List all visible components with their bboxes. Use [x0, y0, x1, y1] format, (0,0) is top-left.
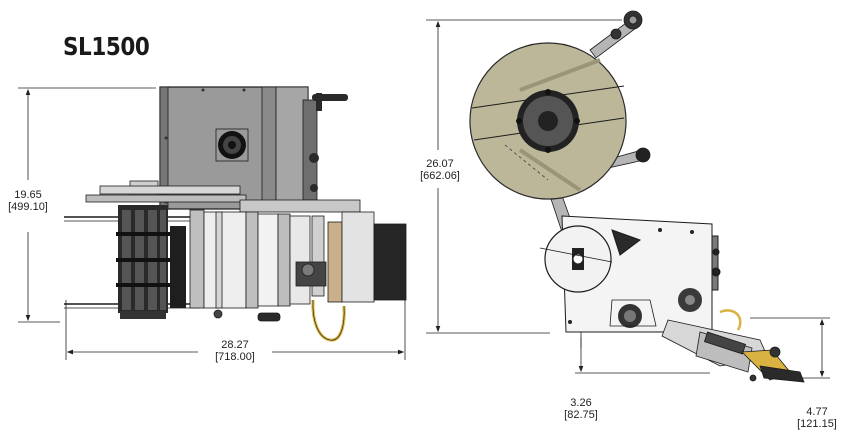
front-motor-fan-icon [215, 128, 249, 162]
front-rollers [189, 209, 407, 322]
side-height-inches: 26.07 [426, 158, 454, 170]
front-width-mm: [718.00] [215, 351, 255, 363]
side-height-label: 26.07 [662.06] [410, 158, 470, 182]
side-drive-assembly [609, 288, 702, 328]
front-mounting-plate [64, 180, 361, 309]
applicator-drop-mm: [121.15] [797, 418, 837, 430]
bottom-offset-label: 3.26 [82.75] [555, 397, 607, 421]
side-applicator-arm [661, 309, 805, 383]
side-height-dimension-line [426, 19, 622, 334]
front-view [18, 86, 407, 360]
front-air-hose [311, 299, 346, 342]
side-view [426, 10, 830, 383]
side-bottom-offset-dimension-line [575, 330, 710, 374]
bottom-offset-mm: [82.75] [564, 409, 598, 421]
front-height-inches: 19.65 [14, 189, 42, 201]
front-height-dimension-line [18, 87, 156, 323]
applicator-drop-label: 4.77 [121.15] [790, 406, 844, 430]
front-width-inches: 28.27 [221, 339, 249, 351]
bottom-offset-inches: 3.26 [570, 397, 592, 409]
front-roll-cage [116, 205, 186, 319]
front-height-mm: [499.10] [8, 201, 48, 213]
front-handle-knob [309, 93, 348, 192]
front-height-label: 19.65 [499.10] [0, 189, 56, 213]
side-height-mm: [662.06] [420, 170, 460, 182]
front-width-dimension-line [65, 300, 406, 360]
front-width-label: 28.27 [718.00] [205, 339, 265, 363]
model-title: SL1500 [63, 32, 150, 61]
applicator-drop-inches: 4.77 [806, 406, 828, 418]
side-rewind-roll [539, 225, 613, 293]
side-label-roll [469, 42, 627, 200]
